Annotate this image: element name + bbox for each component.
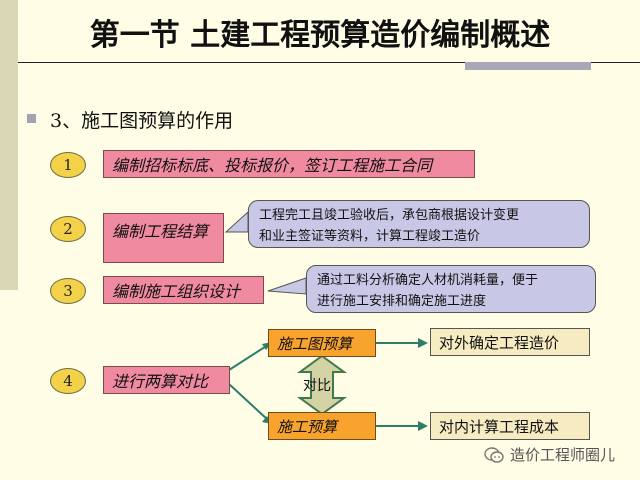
- item-box-3: 编制施工组织设计: [103, 276, 264, 304]
- page-title: 第一节 土建工程预算造价编制概述: [89, 18, 551, 53]
- item-number-3: 3: [50, 278, 86, 304]
- budget-box-top: 施工图预算: [268, 329, 376, 357]
- item-box-1: 编制招标标底、投标报价，签订工程施工合同: [103, 150, 475, 178]
- item-box-2: 编制工程结算: [103, 213, 224, 263]
- callout-3: 通过工料分析确定人材机消耗量，便于 进行施工安排和确定施工进度: [306, 265, 596, 313]
- callout-tail-2: [224, 210, 249, 233]
- result-box-bottom: 对内计算工程成本: [430, 412, 590, 440]
- budget-box-bottom: 施工预算: [268, 412, 376, 440]
- callout-2-line1: 工程完工且竣工验收后，承包商根据设计变更: [259, 208, 520, 223]
- compare-label: 对比: [303, 378, 331, 394]
- callout-2-line2: 和业主签证等资料，计算工程竣工造价: [259, 229, 481, 244]
- callout-3-line2: 进行施工安排和确定施工进度: [317, 294, 487, 309]
- arrow-to-top: [228, 344, 269, 371]
- left-accent-bar: [0, 0, 18, 290]
- item-box-4: 进行两算对比: [103, 366, 230, 394]
- watermark: 造价工程师圈儿: [484, 444, 615, 465]
- callout-3-line1: 通过工料分析确定人材机消耗量，便于: [317, 273, 539, 288]
- title-rule: [18, 62, 640, 63]
- item-number-2: 2: [50, 216, 86, 242]
- result-box-top: 对外确定工程造价: [430, 328, 590, 356]
- item-number-1: 1: [50, 152, 86, 178]
- callout-tail-3: [267, 277, 307, 295]
- bullet-square-icon: [27, 114, 36, 123]
- callout-2: 工程完工且竣工验收后，承包商根据设计变更 和业主签证等资料，计算工程竣工造价: [248, 200, 590, 248]
- section-heading: 3、施工图预算的作用: [50, 110, 234, 132]
- item-number-4: 4: [50, 368, 86, 394]
- arrow-to-bottom: [228, 383, 269, 421]
- watermark-text: 造价工程师圈儿: [510, 446, 616, 464]
- title-rule-accent: [465, 62, 591, 70]
- wechat-icon: [484, 446, 504, 463]
